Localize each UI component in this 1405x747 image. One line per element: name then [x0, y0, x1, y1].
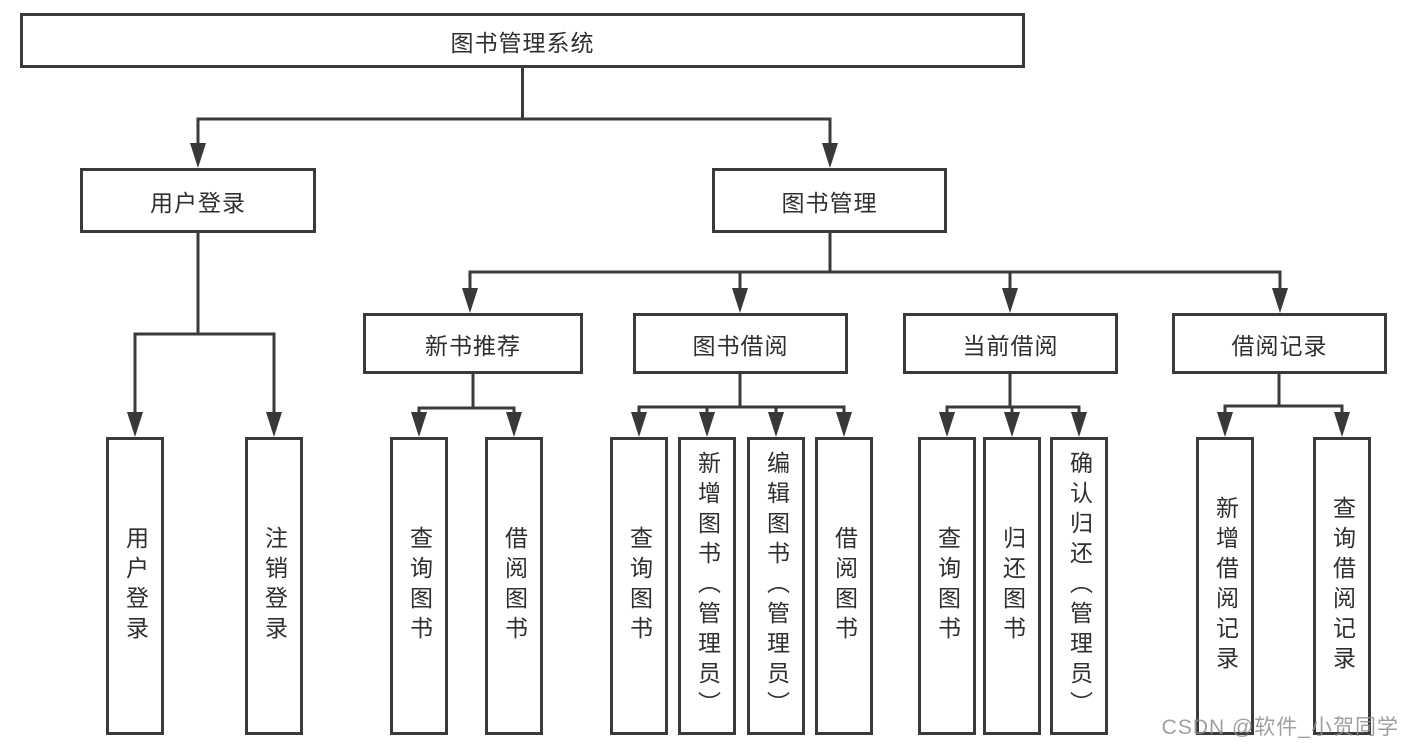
node-current-borrowing: 当前借阅 [903, 313, 1118, 374]
leaf-current-return-books: 归还图书 [983, 437, 1041, 735]
leaf-borrowing-query-books: 查询图书 [610, 437, 668, 735]
node-label: 借阅记录 [1231, 332, 1328, 359]
node-label: 图书管理系统 [450, 29, 595, 56]
node-label: 注销登录 [261, 526, 288, 646]
leaf-records-add-borrow-record: 新增借阅记录 [1196, 437, 1254, 735]
node-label: 归还图书 [999, 526, 1026, 646]
node-label: 新增图书（管理员） [694, 451, 721, 721]
node-book-management: 图书管理 [712, 168, 947, 233]
leaf-current-confirm-return-admin: 确认归还（管理员） [1050, 437, 1108, 735]
node-label: 当前借阅 [962, 332, 1059, 359]
node-label: 图书借阅 [692, 332, 789, 359]
node-label: 新书推荐 [425, 332, 521, 359]
node-book-borrowing: 图书借阅 [633, 313, 848, 374]
leaf-borrowing-borrow-books: 借阅图书 [815, 437, 873, 735]
node-label: 确认归还（管理员） [1066, 451, 1093, 721]
node-label: 用户登录 [122, 526, 149, 646]
leaf-borrowing-edit-books-admin: 编辑图书（管理员） [747, 437, 805, 735]
node-label: 图书管理 [781, 189, 878, 216]
node-root-system: 图书管理系统 [20, 13, 1025, 68]
csdn-watermark: CSDN @软件_小贺同学 [1161, 716, 1399, 739]
leaf-borrowing-add-books-admin: 新增图书（管理员） [678, 437, 736, 735]
leaf-current-query-books: 查询图书 [918, 437, 976, 735]
node-borrow-records: 借阅记录 [1172, 313, 1387, 374]
arrowhead-icons [127, 143, 1350, 437]
node-label: 用户登录 [150, 189, 246, 216]
node-label: 借阅图书 [831, 526, 858, 646]
node-new-book-recommend: 新书推荐 [363, 313, 583, 374]
leaf-records-query-borrow-record: 查询借阅记录 [1313, 437, 1371, 735]
node-label: 查询借阅记录 [1329, 496, 1356, 676]
leaf-recommend-query-books: 查询图书 [390, 437, 448, 735]
node-label: 新增借阅记录 [1212, 496, 1239, 676]
leaf-logout: 注销登录 [245, 437, 303, 735]
node-user-login: 用户登录 [80, 168, 316, 233]
node-label: 查询图书 [406, 526, 433, 646]
leaf-recommend-borrow-books: 借阅图书 [485, 437, 543, 735]
node-label: 查询图书 [934, 526, 961, 646]
node-label: 查询图书 [626, 526, 653, 646]
node-label: 编辑图书（管理员） [763, 451, 790, 721]
node-label: 借阅图书 [501, 526, 528, 646]
leaf-user-login: 用户登录 [106, 437, 164, 735]
